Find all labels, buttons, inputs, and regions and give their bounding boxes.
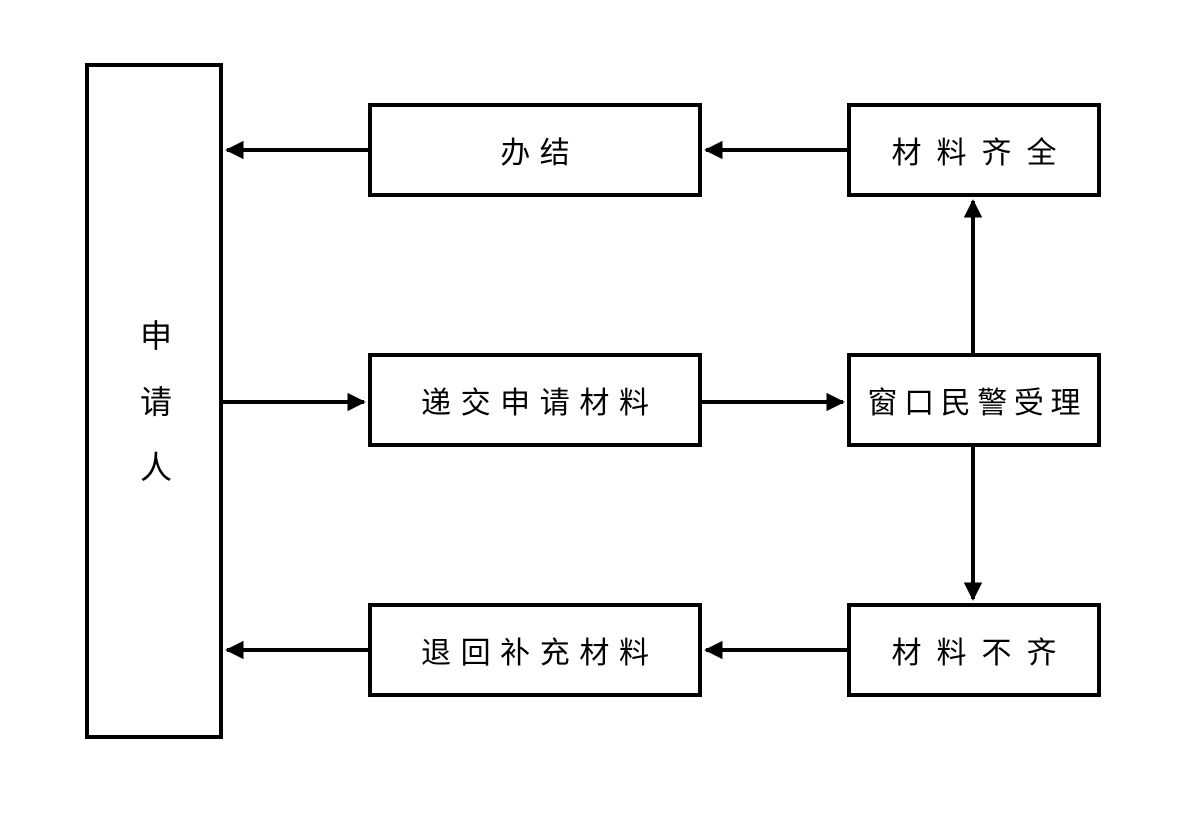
node-window-officer-label: 窗口民警受理 (867, 387, 1088, 420)
node-window-officer: 窗口民警受理 (847, 353, 1101, 447)
node-applicant: 申请人 (85, 63, 223, 739)
node-materials-incomplete-label: 材料不齐 (891, 637, 1072, 670)
node-return-supplement: 退回补充材料 (368, 603, 702, 697)
node-return-supplement-label: 退回补充材料 (420, 637, 659, 670)
node-materials-complete: 材料齐全 (847, 103, 1101, 197)
node-submit-materials-label: 递交申请材料 (420, 387, 659, 420)
node-done: 办结 (368, 103, 702, 197)
node-materials-complete-label: 材料齐全 (891, 137, 1072, 170)
node-applicant-label: 申请人 (136, 318, 172, 516)
node-materials-incomplete: 材料不齐 (847, 603, 1101, 697)
node-submit-materials: 递交申请材料 (368, 353, 702, 447)
node-done-label: 办结 (500, 137, 580, 170)
